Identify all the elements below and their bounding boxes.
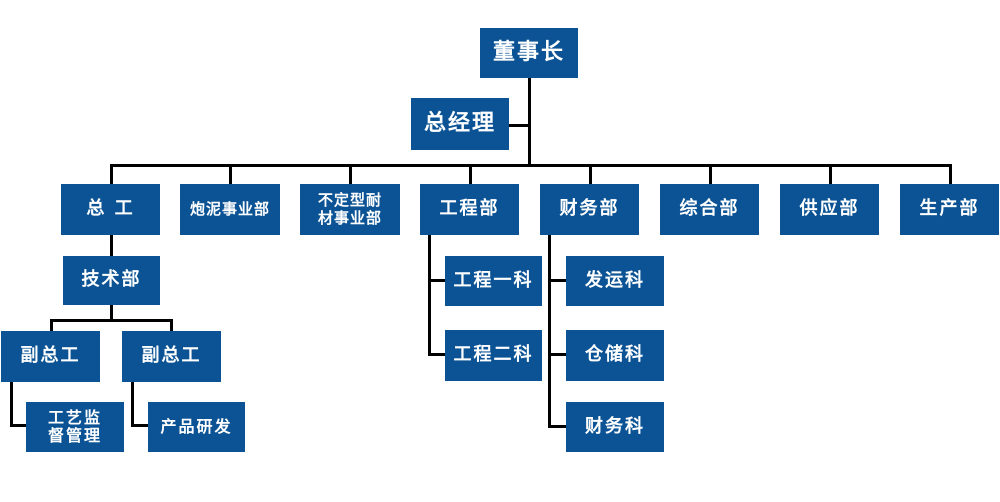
node-general-manager: 总经理 (411, 98, 509, 150)
connector-line (428, 234, 431, 356)
connector-line (709, 164, 712, 184)
node-deputy-chief-2: 副总工 (122, 331, 221, 382)
connector-line (229, 164, 232, 184)
connector-line (589, 164, 592, 184)
node-chief-engineer: 总 工 (61, 184, 160, 235)
node-engineering-dept: 工程部 (420, 184, 519, 235)
connector-line (50, 319, 173, 322)
connector-line (469, 164, 472, 184)
node-eng-section-2: 工程二科 (445, 330, 542, 381)
connector-line (528, 78, 531, 166)
node-product-rd: 产品研发 (148, 402, 245, 452)
connector-line (170, 319, 173, 331)
node-finance-section: 财务科 (566, 402, 664, 452)
node-clay-dept: 炮泥事业部 (180, 184, 280, 235)
connector-line (949, 164, 952, 184)
connector-line (10, 381, 13, 427)
connector-line (548, 279, 566, 282)
connector-line (428, 353, 445, 356)
connector-line (508, 124, 530, 127)
connector-line (829, 164, 832, 184)
connector-line (548, 425, 566, 428)
node-general-dept: 综合部 (660, 184, 759, 235)
node-process-supervision: 工艺监 督管理 (26, 402, 124, 452)
connector-line (131, 424, 148, 427)
connector-line (110, 164, 113, 184)
connector-line (548, 234, 551, 428)
node-storage-section: 仓储科 (566, 330, 664, 381)
connector-line (548, 353, 566, 356)
node-shipping-section: 发运科 (566, 256, 664, 306)
node-tech-dept: 技术部 (63, 256, 160, 305)
node-production-dept: 生产部 (900, 184, 999, 235)
connector-line (131, 381, 134, 427)
connector-line (428, 279, 445, 282)
node-chairman: 董事长 (480, 28, 578, 78)
connector-line (110, 164, 951, 167)
node-unshaped-dept: 不定型耐 材事业部 (300, 184, 400, 235)
connector-line (10, 424, 26, 427)
connector-line (110, 234, 113, 256)
connector-line (50, 319, 53, 331)
node-eng-section-1: 工程一科 (445, 256, 542, 306)
connector-line (110, 304, 113, 320)
node-deputy-chief-1: 副总工 (1, 331, 100, 382)
connector-line (349, 164, 352, 184)
node-supply-dept: 供应部 (780, 184, 879, 235)
node-finance-dept: 财务部 (540, 184, 639, 235)
